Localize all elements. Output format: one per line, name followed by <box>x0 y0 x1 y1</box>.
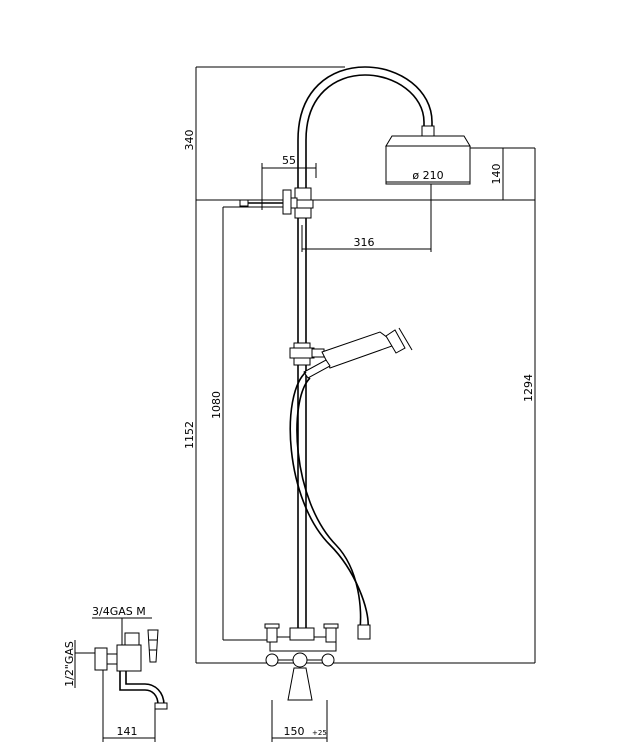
dim-140: 140 <box>490 164 503 185</box>
dimension-lines <box>74 66 536 742</box>
thread-side-label: 1/2"GAS <box>63 641 76 687</box>
dim-141: 141 <box>117 725 138 738</box>
bath-mixer <box>264 623 371 701</box>
dim-1294: 1294 <box>522 374 535 402</box>
arm-joint-diverter <box>239 187 314 219</box>
dim-210: ø 210 <box>412 169 443 182</box>
dim-150-tolerance: +25 <box>312 729 327 737</box>
dim-1152: 1152 <box>183 421 196 449</box>
dim-316: 316 <box>354 236 375 249</box>
hand-shower <box>303 327 413 379</box>
dim-55: 55 <box>282 154 296 167</box>
riser-pipe <box>297 218 307 630</box>
dim-150: 150 <box>284 725 305 738</box>
thread-top-label: 3/4GAS M <box>92 605 146 618</box>
hand-shower-holder <box>289 342 325 366</box>
mixer-side-view <box>94 629 168 710</box>
dim-1080: 1080 <box>210 391 223 419</box>
dim-340: 340 <box>183 130 196 151</box>
shower-hose <box>289 371 369 629</box>
shower-head <box>385 135 471 185</box>
